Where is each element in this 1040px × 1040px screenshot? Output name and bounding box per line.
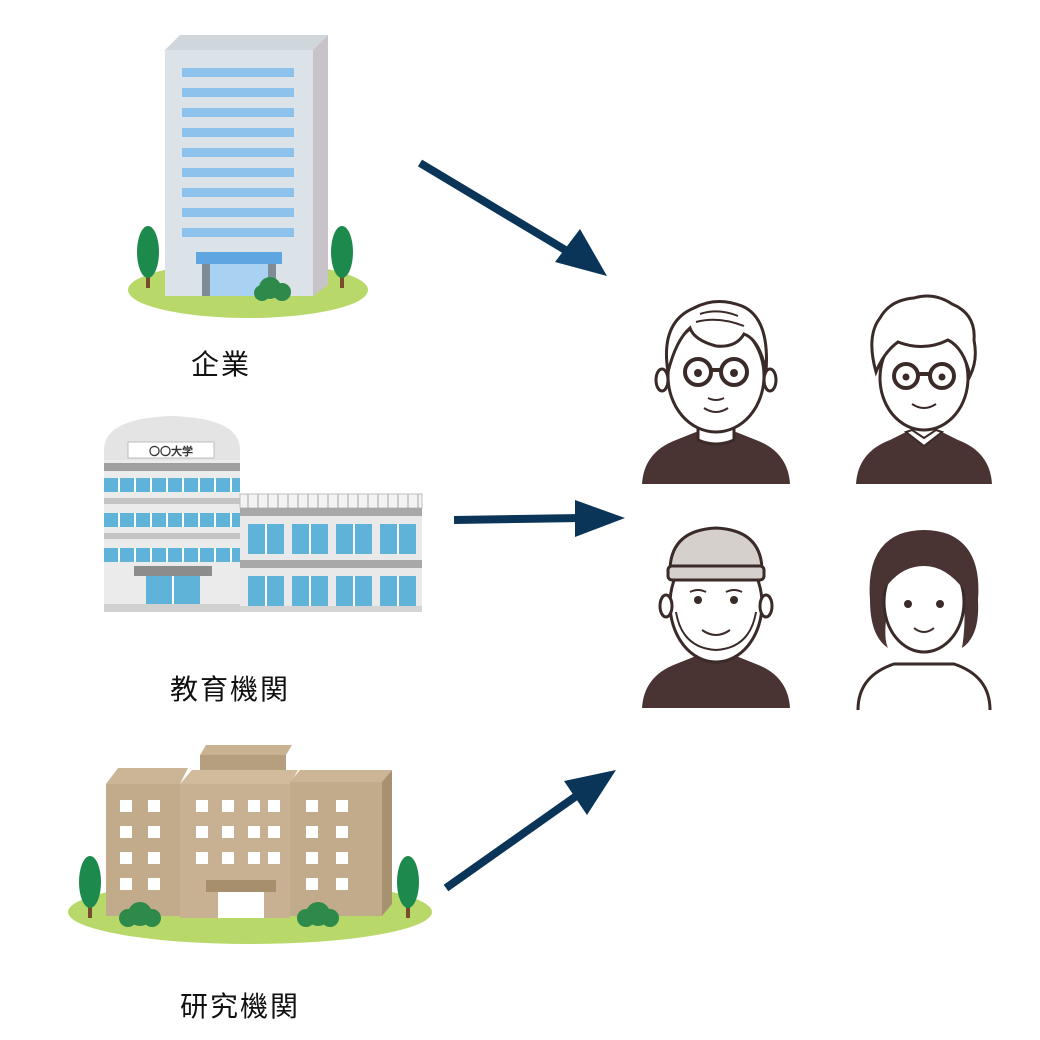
elderly-man-glasses-icon xyxy=(642,300,790,484)
elderly-woman-glasses-icon xyxy=(856,294,992,484)
university-building-icon: 〇〇大学 xyxy=(104,416,423,612)
label-research: 研究機関 xyxy=(179,990,300,1023)
label-education: 教育機関 xyxy=(169,673,290,706)
arrow-right-icon xyxy=(417,159,607,276)
elderly-woman-icon xyxy=(856,530,992,711)
research-institute-icon xyxy=(68,745,432,944)
office-building-icon xyxy=(128,35,368,318)
university-sign: 〇〇大学 xyxy=(149,444,193,458)
arrow-right-icon xyxy=(453,500,625,537)
arrow-right-icon xyxy=(443,770,616,892)
elderly-man-cap-icon xyxy=(642,526,790,708)
label-company: 企業 xyxy=(190,348,251,381)
